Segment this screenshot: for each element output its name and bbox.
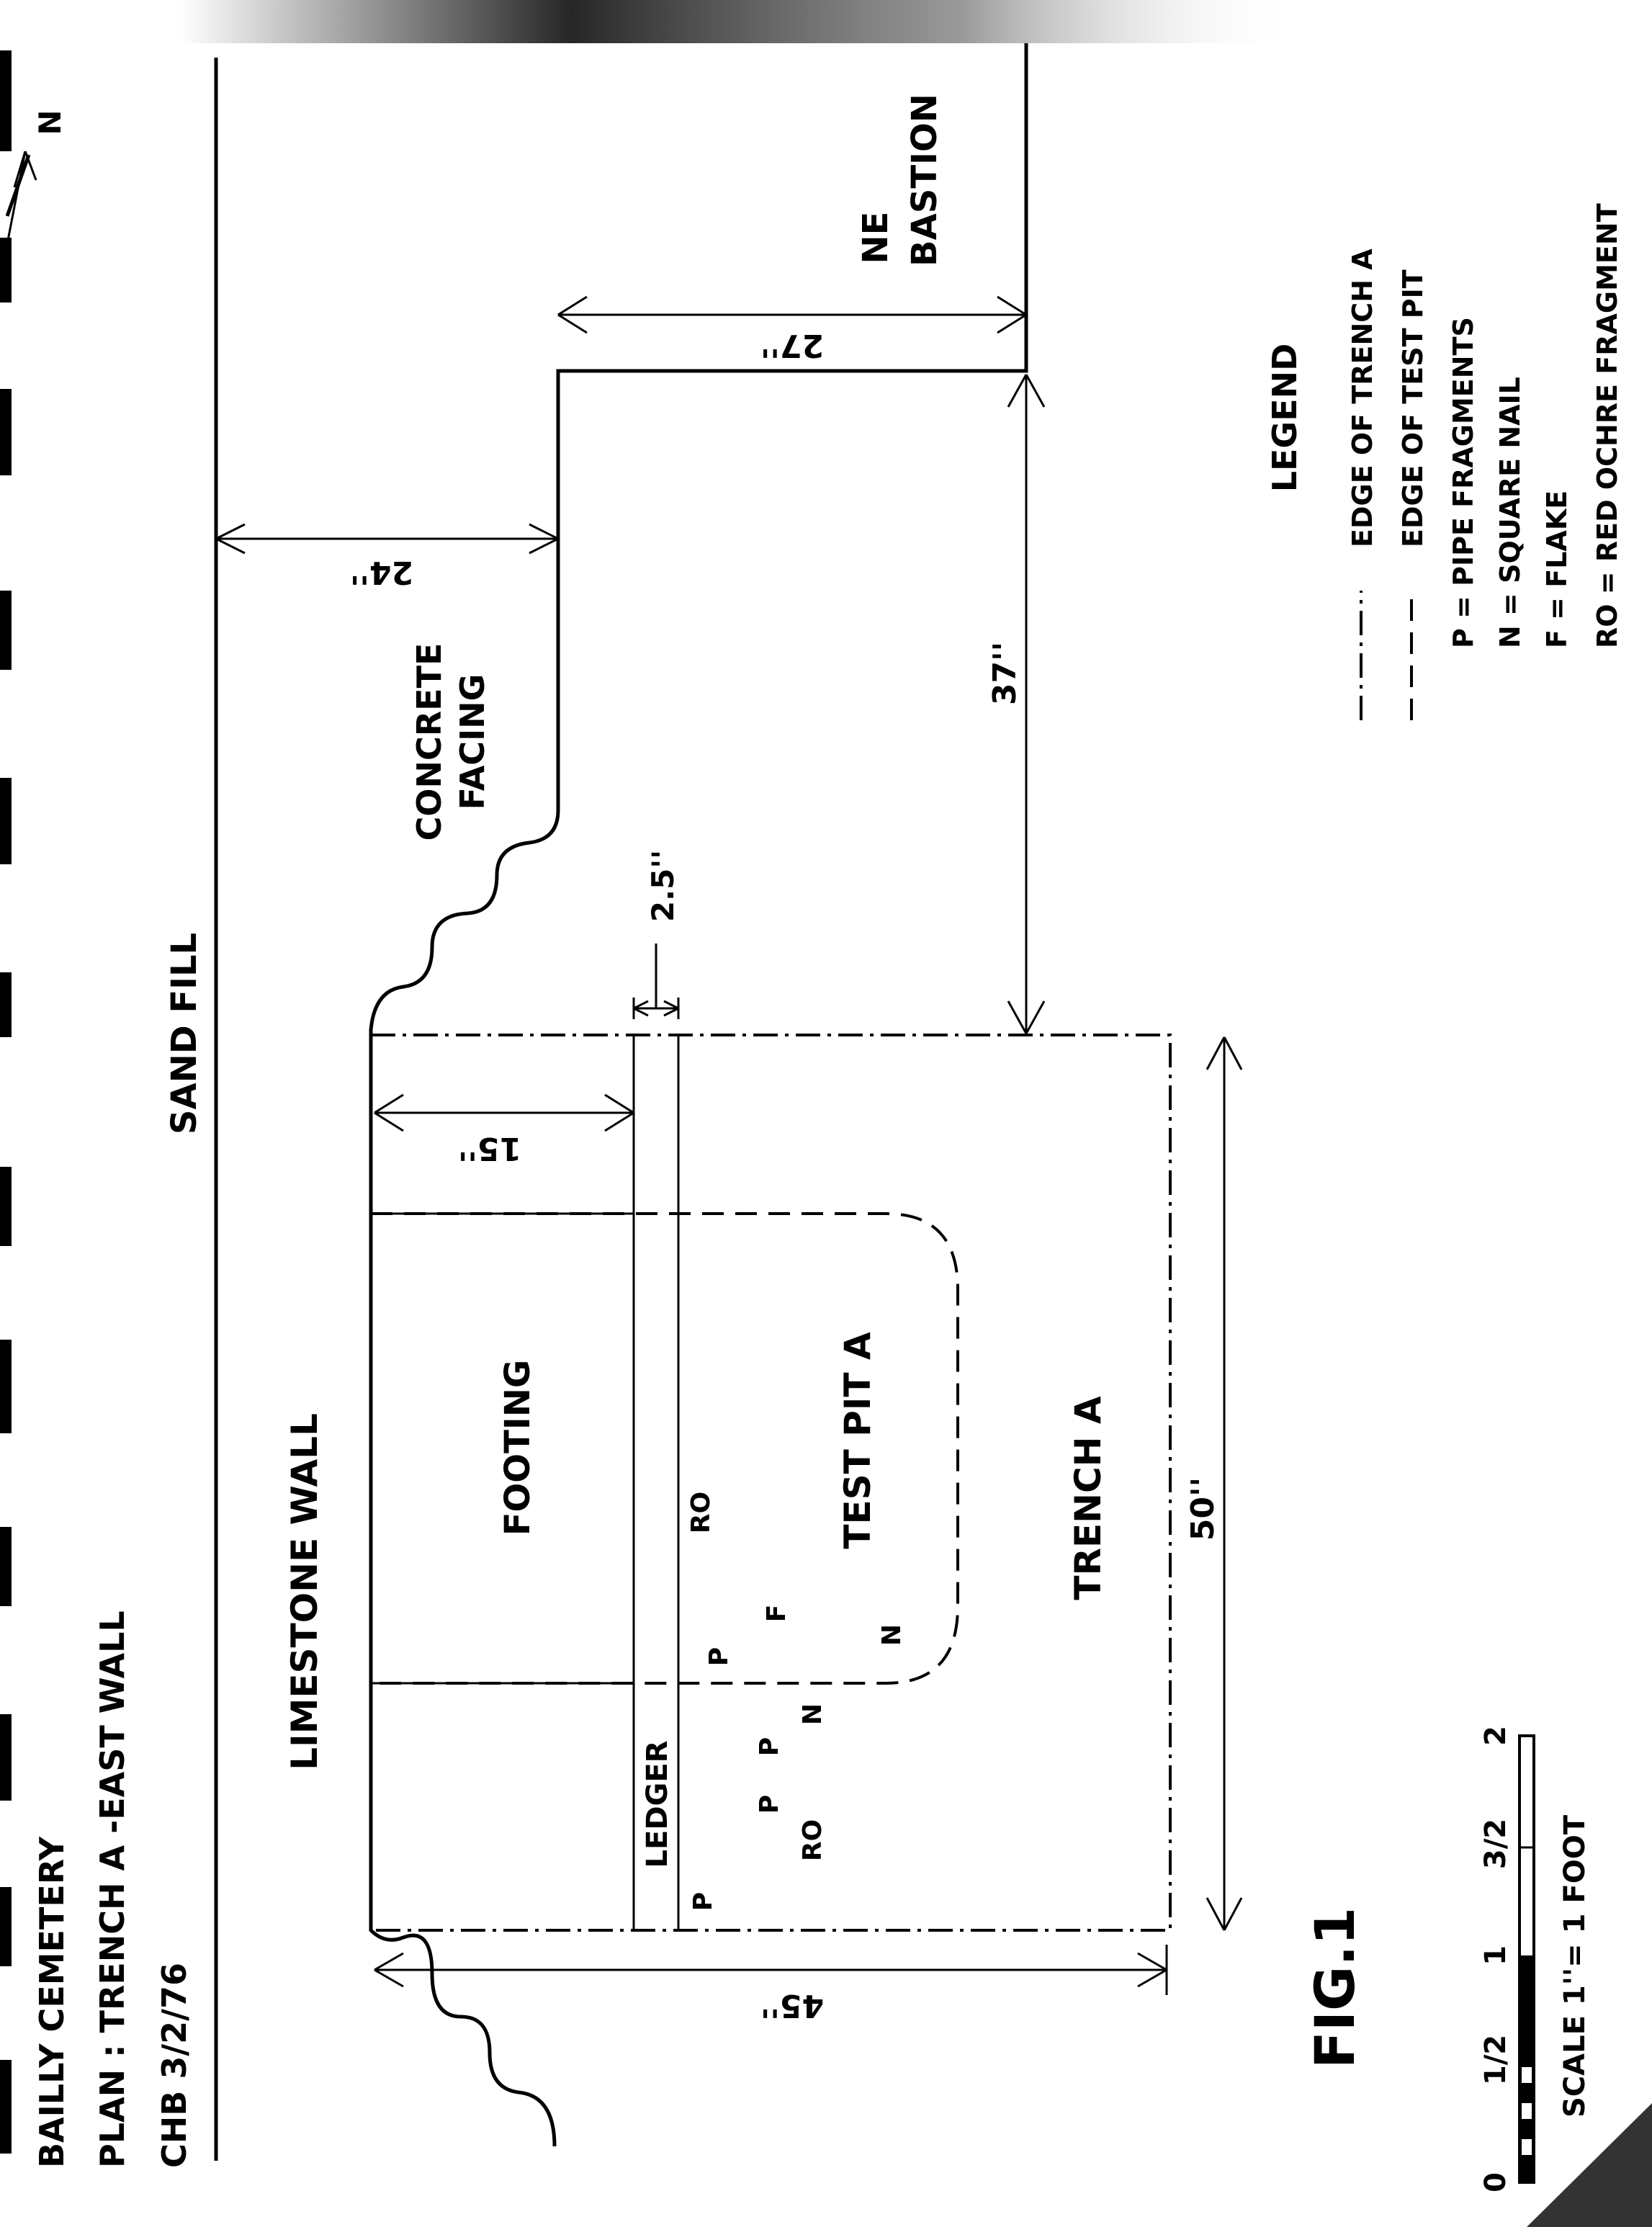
dim-2-5-label: 2.5'' [645,850,681,922]
dimension-24 [215,523,559,555]
ledger-label: LEDGER [641,1741,674,1868]
legend-title: LEGEND [1265,344,1304,493]
trench-a-label: TRENCH A [1067,1396,1109,1600]
footing-label: FOOTING [498,1360,538,1536]
trench-a-edge [369,1034,1172,1932]
sand-fill-label: SAND FILL [164,933,205,1134]
dim-45-label: 45'' [760,1987,824,2024]
scale-bar [1518,1734,1535,2184]
title-line-2: PLAN : TRENCH A -EAST WALL [93,1610,132,2168]
north-arrow [0,151,37,282]
legend-item-trench-edge: EDGE OF TRENCH A [1347,248,1378,547]
dim-27-label: 27'' [760,327,824,364]
dimension-50 [1206,1036,1243,1931]
legend-item-red-ochre: RO = RED OCHRE FRAGMENT [1592,203,1623,648]
artifact-p-2: P [755,1795,784,1814]
dimension-45 [374,1945,1168,1995]
title-line-3: CHB 3/2/76 [155,1963,194,2168]
artifact-ro-1: RO [798,1819,827,1861]
legend-item-flake: F = FLAKE [1541,490,1573,648]
ne-bastion-label-2: BASTION [904,94,945,266]
dimension-15 [374,1093,634,1132]
scale-tick-1: 1 [1479,1945,1512,1966]
dim-15-label: 15'' [458,1130,521,1167]
dim-50-label: 50'' [1185,1477,1221,1541]
dimension-37 [1007,374,1046,1034]
artifact-n-2: N [877,1624,907,1646]
concrete-facing-outline [369,43,1028,2147]
artifact-ro-2: RO [686,1492,716,1533]
concrete-facing-label-1: CONCRETE [410,643,449,841]
dim-37-label: 37'' [987,642,1023,705]
figure-label: FIG.1 [1303,1907,1367,2069]
scale-tick-2: 2 [1479,1726,1512,1746]
dimension-2-5 [632,944,680,1019]
artifact-p-1: P [688,1892,718,1911]
scale-caption: SCALE 1''= 1 FOOT [1558,1814,1592,2118]
title-line-1: BAILLY CEMETERY [32,1836,71,2168]
binding-marks [0,50,12,2154]
test-pit-a-label: TEST PIT A [837,1332,879,1549]
scale-tick-3-2: 3/2 [1479,1819,1512,1869]
legend-item-nail: N = SQUARE NAIL [1494,377,1526,648]
test-pit-a-edge [371,1212,959,1685]
scan-shadow-top [180,0,1296,43]
scale-tick-0: 0 [1479,2172,1512,2192]
artifact-p-3: P [755,1737,784,1756]
limestone-wall-label: LIMESTONE WALL [284,1413,326,1770]
dimension-27 [557,295,1027,334]
legend-symbols [1360,591,1413,720]
north-label: N [32,109,68,135]
artifact-p-4: P [704,1647,734,1666]
artifact-n-1: N [798,1703,827,1725]
ne-bastion-label-1: NE [856,212,896,264]
dim-24-label: 24'' [350,554,413,591]
scan-corner-bottom-right [1527,2103,1652,2227]
legend-item-test-pit-edge: EDGE OF TEST PIT [1397,269,1429,547]
legend-item-pipe: P = PIPE FRAGMENTS [1447,317,1479,648]
scale-tick-half: 1/2 [1479,2035,1512,2085]
concrete-facing-label-2: FACING [453,674,492,810]
artifact-f-1: F [762,1605,791,1623]
